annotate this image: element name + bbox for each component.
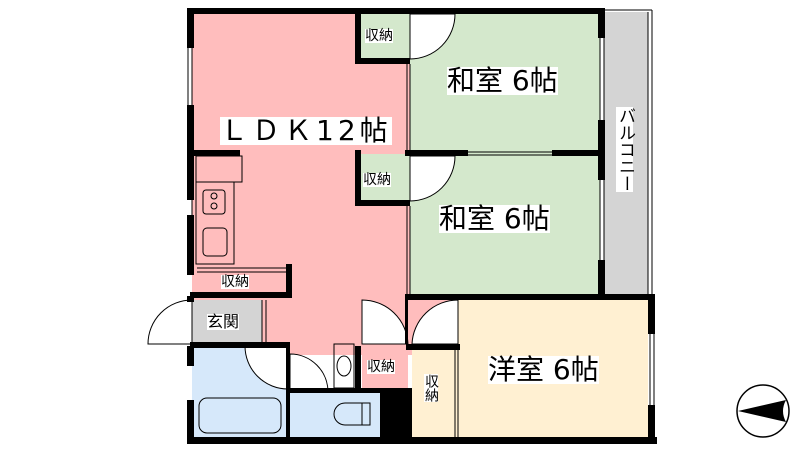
bathtub-icon [198, 397, 282, 434]
yoshitsu-label: 洋室 6帖 [488, 353, 599, 386]
closet-kitchen-label: 収納 [221, 274, 249, 290]
washbasin [333, 343, 355, 389]
compass-icon [736, 384, 790, 438]
sink-icon [202, 227, 228, 257]
toilet-icon [333, 402, 371, 426]
washitsu-1-label: 和室 6帖 [447, 64, 558, 97]
washitsu-2-label: 和室 6帖 [439, 202, 550, 235]
ldk-label: ＬＤＫ12帖 [220, 114, 392, 147]
closet-hall-label: 収納 [367, 359, 395, 375]
genkan-label: 玄関 [207, 312, 240, 331]
toilet-area [290, 392, 380, 440]
stove-icon [202, 189, 226, 215]
closet-mid-label: 収納 [363, 172, 391, 188]
balcony-label: バルコニー [615, 107, 635, 192]
closet-top-label: 収納 [365, 28, 393, 44]
closet-yoshitsu-label: 収納 [423, 374, 439, 402]
